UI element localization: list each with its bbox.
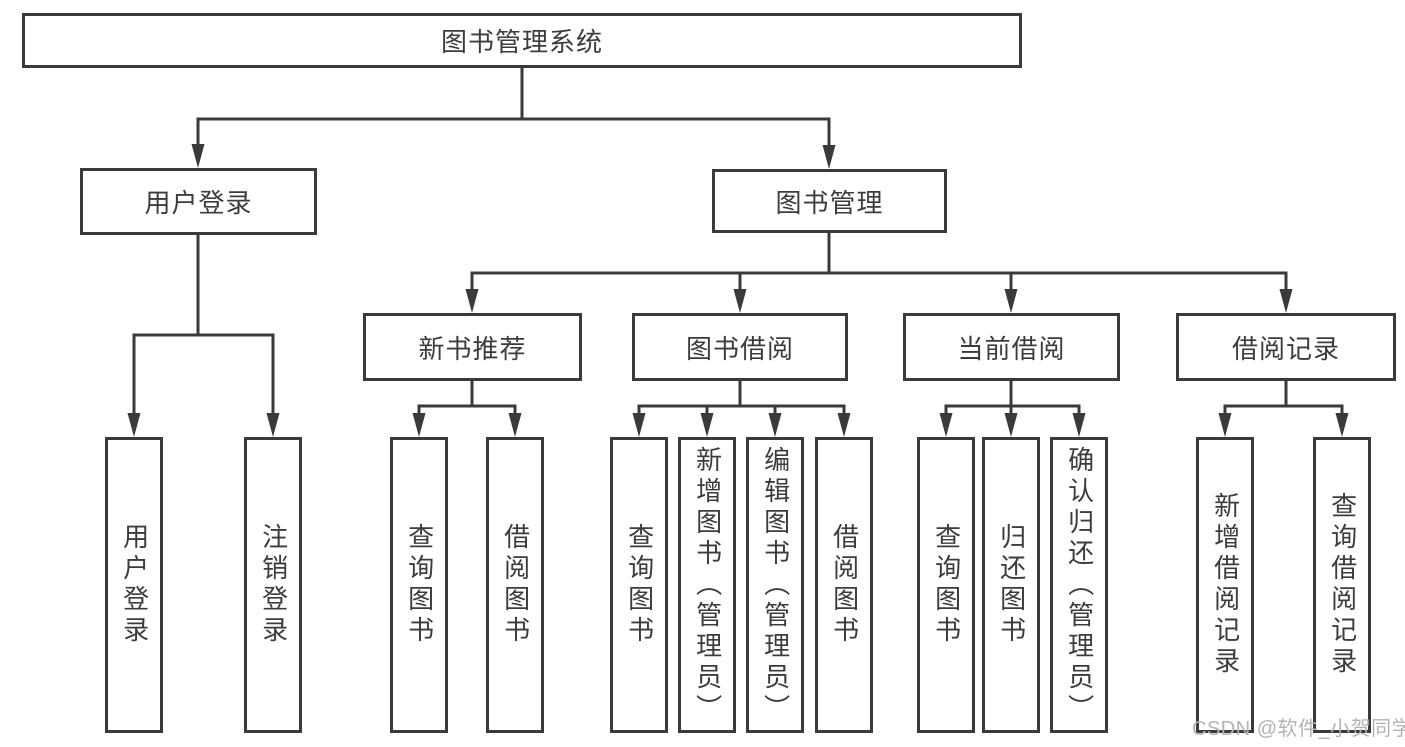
arrowhead xyxy=(1072,413,1086,437)
leaf-label: 查询图书 xyxy=(404,523,435,647)
connector-book-mgmt xyxy=(470,233,1288,296)
leaf-borrow-query: 查询图书 xyxy=(610,437,668,733)
arrowhead xyxy=(700,413,714,437)
leaf-current-return: 归还图书 xyxy=(982,437,1040,733)
leaf-label: 借阅图书 xyxy=(829,523,860,647)
node-root: 图书管理系统 xyxy=(22,13,1022,68)
arrowhead xyxy=(127,413,141,437)
leaf-label: 查询借阅记录 xyxy=(1327,492,1358,678)
node-book-mgmt: 图书管理 xyxy=(712,169,947,233)
leaf-borrow-edit: 编辑图书（管理员） xyxy=(746,437,804,733)
arrowhead xyxy=(266,413,280,437)
leaf-label: 新增借阅记录 xyxy=(1210,492,1241,678)
leaf-label: 查询图书 xyxy=(931,523,962,647)
arrowhead xyxy=(465,289,479,313)
connector-root xyxy=(196,68,831,151)
leaf-newbooks-query: 查询图书 xyxy=(390,437,448,733)
arrowhead xyxy=(939,413,953,437)
arrowhead xyxy=(191,144,205,168)
leaf-label: 注销登录 xyxy=(258,523,289,647)
leaf-borrow-borrow: 借阅图书 xyxy=(815,437,873,733)
leaf-newbooks-borrow: 借阅图书 xyxy=(486,437,544,733)
leaf-label: 归还图书 xyxy=(996,523,1027,647)
connector-book-borrow xyxy=(637,381,846,420)
leaf-borrow-add: 新增图书（管理员） xyxy=(678,437,736,733)
node-user-login: 用户登录 xyxy=(80,168,317,235)
arrowhead xyxy=(1279,289,1293,313)
leaf-current-query: 查询图书 xyxy=(917,437,975,733)
leaf-records-add: 新增借阅记录 xyxy=(1196,437,1254,733)
arrowhead xyxy=(822,145,836,169)
connector-user-login xyxy=(132,235,275,420)
node-new-books: 新书推荐 xyxy=(363,313,582,381)
leaf-label: 查询图书 xyxy=(624,523,655,647)
arrowheads xyxy=(127,144,1349,437)
node-borrow-records: 借阅记录 xyxy=(1176,313,1396,381)
leaf-logout: 注销登录 xyxy=(244,437,302,733)
leaf-label: 新增图书（管理员） xyxy=(692,445,723,725)
arrowhead xyxy=(733,289,747,313)
arrowhead xyxy=(632,413,646,437)
leaf-label: 借阅图书 xyxy=(500,523,531,647)
arrowhead xyxy=(1218,413,1232,437)
node-current-borrow: 当前借阅 xyxy=(903,313,1120,381)
leaf-user-login: 用户登录 xyxy=(105,437,163,733)
leaf-current-confirm: 确认归还（管理员） xyxy=(1050,437,1108,733)
connector-new-books xyxy=(417,381,517,420)
arrowhead xyxy=(837,413,851,437)
leaf-records-query: 查询借阅记录 xyxy=(1313,437,1371,733)
arrowhead xyxy=(1335,413,1349,437)
connector-current-borrow xyxy=(944,381,1081,420)
arrowhead xyxy=(1004,289,1018,313)
arrowhead xyxy=(508,413,522,437)
leaf-label: 确认归还（管理员） xyxy=(1064,445,1095,725)
arrowhead xyxy=(768,413,782,437)
arrowhead xyxy=(1004,413,1018,437)
connector-borrow-records xyxy=(1223,381,1344,420)
arrowhead xyxy=(412,413,426,437)
leaf-label: 用户登录 xyxy=(119,523,150,647)
watermark: CSDN @软件_小贺同学 xyxy=(1192,718,1405,740)
node-book-borrow: 图书借阅 xyxy=(632,313,848,381)
leaf-label: 编辑图书（管理员） xyxy=(760,445,791,725)
